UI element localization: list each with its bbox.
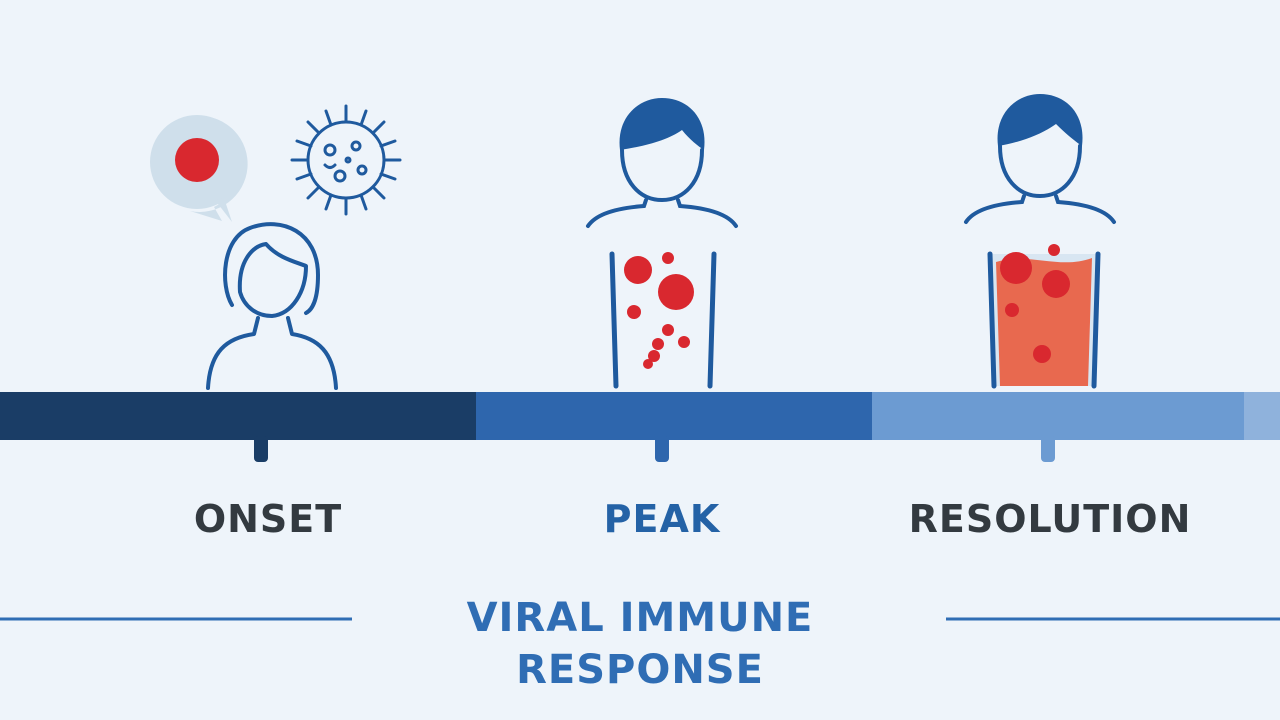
stage-label-onset: ONSET bbox=[193, 497, 343, 541]
timeline-bar bbox=[0, 392, 1280, 462]
cup-peak-icon bbox=[609, 251, 717, 389]
cup-resolution-icon bbox=[987, 244, 1101, 389]
timeline-marker-peak bbox=[655, 436, 669, 462]
virus-icon bbox=[290, 104, 402, 216]
stage-label-peak: PEAK bbox=[603, 497, 721, 541]
stage-label-resolution: RESOLUTION bbox=[908, 497, 1192, 541]
timeline-marker-resolution bbox=[1041, 436, 1055, 462]
person-resolution-icon bbox=[964, 94, 1116, 224]
page-title: VIRAL IMMUNE RESPONSE bbox=[466, 595, 814, 693]
person-onset-icon bbox=[206, 222, 338, 390]
timeline-marker-onset bbox=[254, 436, 268, 462]
speech-bubble-icon bbox=[150, 115, 248, 222]
person-peak-icon bbox=[586, 98, 738, 228]
